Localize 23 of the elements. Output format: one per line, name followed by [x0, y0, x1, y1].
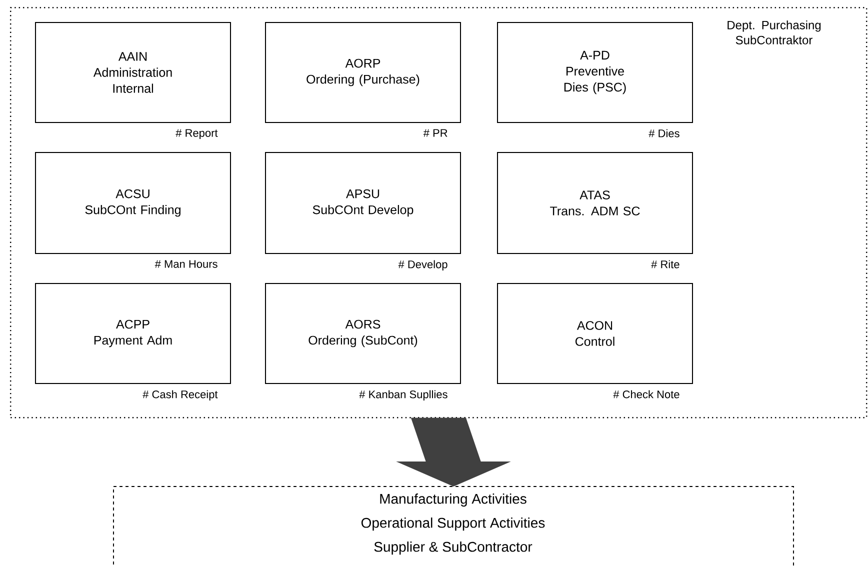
metric-label: # Dies: [648, 129, 680, 138]
process-box: AORS Ordering (SubCont): [265, 283, 461, 384]
block-arrow: [396, 418, 511, 487]
process-box: ACPP Payment Adm: [35, 283, 231, 384]
metric-label: # Kanban Supllies: [359, 390, 448, 400]
output-box: [113, 486, 794, 567]
process-box: ACSU SubCOnt Finding: [35, 152, 231, 254]
group-heading: Dept. Purchasing SubContraktor: [728, 20, 821, 44]
metric-label: # Cash Receipt: [142, 390, 218, 400]
metric-label: # Man Hours: [154, 260, 218, 268]
process-box: ATAS Trans. ADM SC: [497, 152, 693, 254]
process-box: ACON Control: [497, 283, 693, 384]
metric-label: # PR: [423, 129, 448, 137]
group-frame: [10, 7, 868, 418]
metric-label: # Develop: [398, 260, 448, 270]
process-box: AAIN Administration Internal: [35, 22, 231, 123]
process-box: AORP Ordering (Purchase): [265, 22, 461, 123]
metric-label: # Report: [176, 129, 218, 140]
metric-label: # Check Note: [613, 390, 680, 398]
activity-list: Manufacturing Activities Operational Support Activities Supplier & SubContractor: [361, 494, 545, 555]
process-box: A-PD Preventive Dies (PSC): [497, 22, 693, 123]
metric-label: # Rite: [651, 260, 680, 268]
process-box: APSU SubCOnt Develop: [265, 152, 461, 254]
